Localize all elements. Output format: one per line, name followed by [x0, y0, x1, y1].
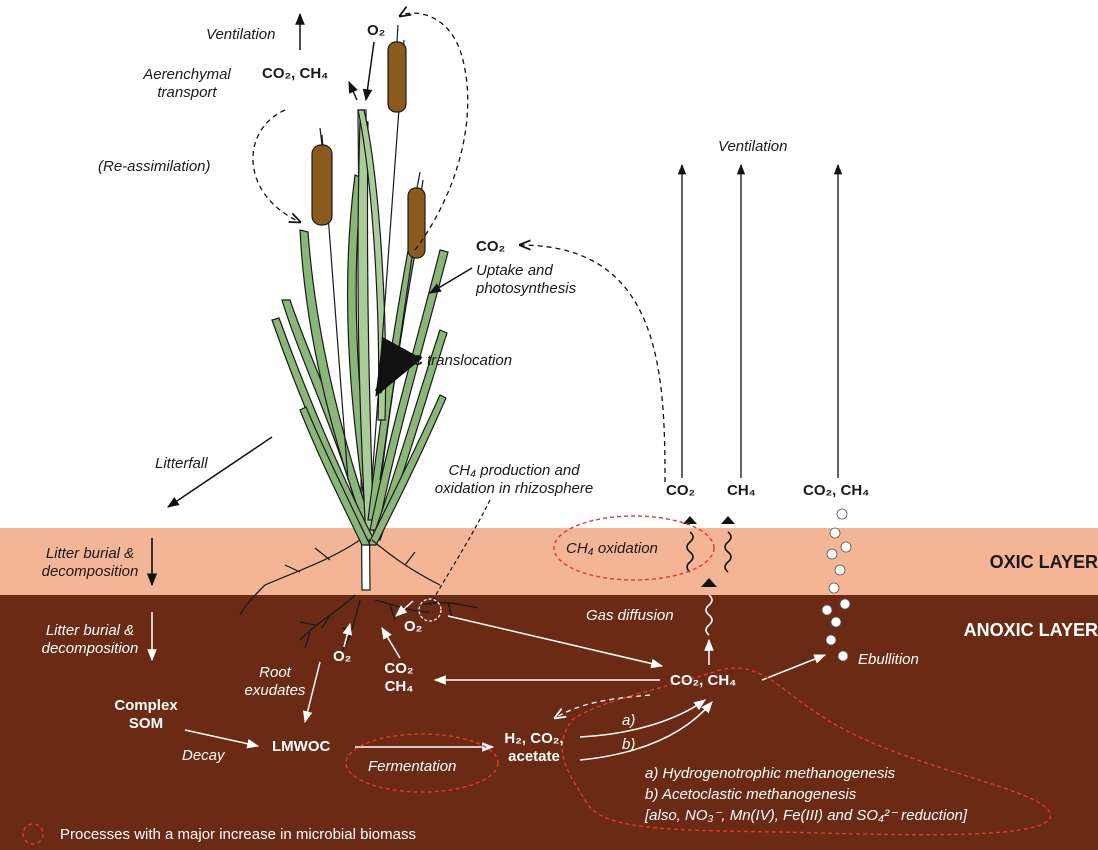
- litter-burial-anoxic-label: Litter burial &decomposition: [30, 622, 150, 658]
- fermentation-label: Fermentation: [368, 758, 456, 776]
- center-co2-ch4-label: CO₂, CH₄: [670, 672, 736, 690]
- anoxic-layer-label: ANOXIC LAYER: [964, 620, 1098, 641]
- oxic-layer-label: OXIC LAYER: [990, 552, 1098, 573]
- acetoclastic-label: b) Acetoclastic methanogenesis: [645, 786, 856, 804]
- surface-co2-ch4-label: CO₂, CH₄: [803, 482, 869, 500]
- lmwoc-label: LMWOC: [272, 738, 330, 756]
- litterfall-label: Litterfall: [155, 455, 208, 473]
- c-translocation-label: C translocation: [412, 352, 512, 370]
- oxic-roots: [265, 540, 440, 585]
- reassimilation-label: (Re-assimilation): [98, 158, 211, 176]
- ebullition-bubbles: [822, 509, 851, 661]
- h2-co2-acetate-label: H₂, CO₂,acetate: [496, 730, 572, 766]
- o2-top-label: O₂: [367, 22, 385, 40]
- ventilation-right-label: Ventilation: [718, 138, 788, 156]
- co2-uptake-label: CO₂: [476, 238, 505, 256]
- ebullition-label: Ebullition: [858, 651, 919, 669]
- ventilation-plant-label: Ventilation: [206, 26, 276, 44]
- legend-label: Processes with a major increase in micro…: [60, 826, 416, 844]
- gas-diffusion-label: Gas diffusion: [586, 607, 674, 625]
- litter-burial-oxic-label: Litter burial &decomposition: [30, 545, 150, 581]
- ch4-oxidation-label: CH₄ oxidation: [566, 540, 658, 558]
- o2-root-label: O₂: [333, 648, 351, 666]
- other-reduction-label: [also, NO₃⁻, Mn(IV), Fe(III) and SO₄²⁻ r…: [645, 807, 967, 825]
- o2-rhizosphere-label: O₂: [404, 618, 422, 636]
- surface-ch4-label: CH₄: [727, 482, 756, 500]
- path-b-label: b): [622, 736, 635, 754]
- co2-ch4-top-label: CO₂, CH₄: [262, 65, 328, 83]
- cattail-plant: [272, 25, 448, 590]
- decay-label: Decay: [182, 747, 225, 765]
- anoxic-roots: [240, 585, 478, 655]
- hydrogenotrophic-label: a) Hydrogenotrophic methanogenesis: [645, 765, 895, 783]
- path-a-label: a): [622, 712, 635, 730]
- surface-co2-label: CO₂: [666, 482, 695, 500]
